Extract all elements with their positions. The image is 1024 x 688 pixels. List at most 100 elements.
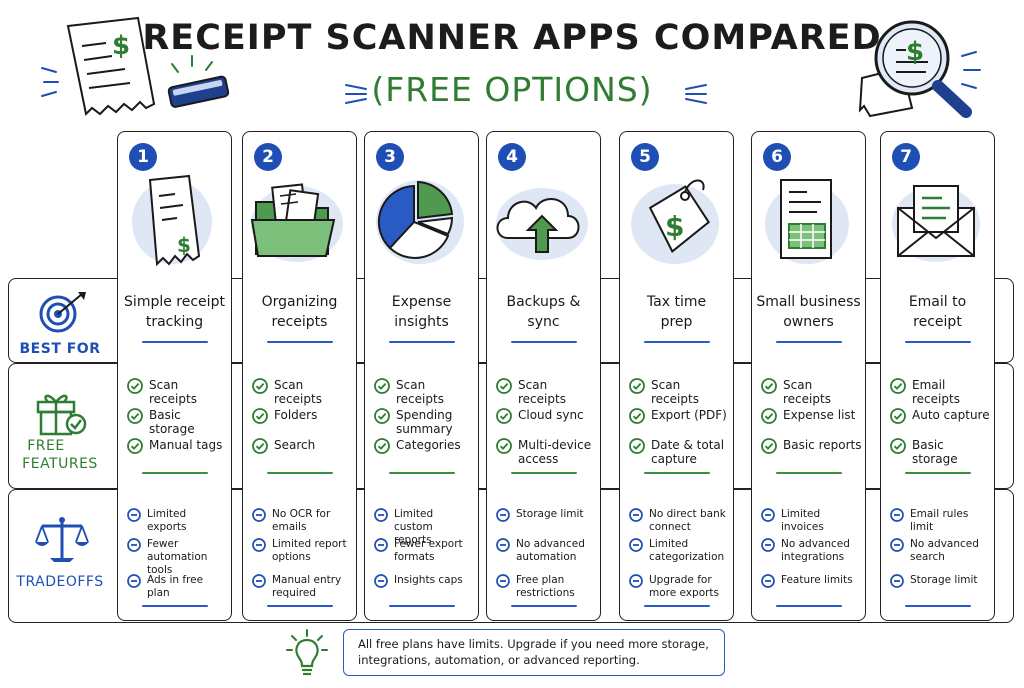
- features-underline: [389, 472, 455, 474]
- app-best-for: Simple receipt tracking: [117, 292, 232, 332]
- app-feature-item: Folders: [252, 408, 353, 424]
- svg-text:$: $: [112, 31, 130, 61]
- app-number-badge: 5: [631, 143, 659, 171]
- best-for-underline: [267, 341, 333, 343]
- app-feature-label: Folders: [274, 408, 318, 422]
- app-feature-item: Spending summary: [374, 408, 475, 436]
- footer-note-line-2: integrations, automation, or advanced re…: [358, 653, 640, 667]
- app-best-for: Organizing receipts: [242, 292, 357, 332]
- minus-icon: [252, 508, 266, 522]
- app-feature-label: Basic reports: [783, 438, 862, 452]
- app-feature-label: Date & total capture: [651, 438, 725, 466]
- app-best-for: Tax time prep: [619, 292, 734, 332]
- app-best-for-line: Organizing: [261, 294, 338, 310]
- check-icon: [496, 378, 512, 394]
- app-number-badge: 6: [763, 143, 791, 171]
- app-tradeoff-line: automation: [516, 551, 577, 563]
- app-feature-item: Basic reports: [761, 438, 862, 454]
- app-tradeoff-label: Insights caps: [394, 574, 463, 587]
- minus-icon: [374, 538, 388, 552]
- app-feature-label: Scan receipts: [518, 378, 566, 406]
- check-icon: [629, 438, 645, 454]
- check-icon: [890, 438, 906, 454]
- subtitle-accent-left-icon: [345, 84, 367, 104]
- app-tradeoff-line: Limited invoices: [781, 508, 824, 533]
- app-number-badge: 4: [498, 143, 526, 171]
- minus-icon: [629, 508, 643, 522]
- app-best-for: Email to receipt: [880, 292, 995, 332]
- app-tradeoff-line: No advanced: [910, 538, 979, 550]
- app-tradeoff-item: Storage limit: [890, 574, 991, 588]
- tradeoffs-underline: [142, 605, 208, 607]
- minus-icon: [496, 538, 510, 552]
- minus-icon: [890, 538, 904, 552]
- app-number-badge: 2: [254, 143, 282, 171]
- app-feature-label: Multi-device access: [518, 438, 592, 466]
- app-tradeoff-line: reports: [394, 534, 432, 546]
- app-best-for-line: Small business: [756, 294, 861, 310]
- app-tradeoff-line: Limited exports: [147, 508, 187, 533]
- app-feature-label: Email receipts: [912, 378, 960, 406]
- app-feature-item: Manual tags: [127, 438, 228, 454]
- check-icon: [890, 408, 906, 424]
- app-best-for-line: Simple receipt: [124, 294, 225, 310]
- best-for-underline: [389, 341, 455, 343]
- pie-chart-icon: [376, 180, 464, 264]
- features-underline: [511, 472, 577, 474]
- scale-icon: [35, 517, 89, 562]
- app-tradeoff-item: Ads in free plan: [127, 574, 228, 600]
- row-label-free: FREE: [27, 438, 65, 454]
- app-tradeoff-item: Limited exports: [127, 508, 228, 534]
- tradeoffs-underline: [905, 605, 971, 607]
- check-icon: [496, 438, 512, 454]
- page-subtitle: (FREE OPTIONS): [371, 70, 653, 109]
- minus-icon: [629, 538, 643, 552]
- app-tradeoff-line: Limited report: [272, 538, 347, 550]
- magnifier-illustration-icon: $: [858, 20, 981, 118]
- app-tradeoff-line: formats: [394, 551, 435, 563]
- app-tradeoff-line: options: [272, 551, 311, 563]
- app-tradeoff-line: Insights caps: [394, 574, 463, 586]
- gift-icon: [36, 394, 87, 436]
- app-best-for: Backups & sync: [486, 292, 601, 332]
- tradeoffs-underline: [267, 605, 333, 607]
- app-best-for-line: receipt: [913, 314, 962, 330]
- row-label-features: FEATURES: [22, 456, 98, 472]
- tradeoffs-underline: [389, 605, 455, 607]
- app-tradeoff-line: connect: [649, 521, 691, 533]
- minus-icon: [890, 574, 904, 588]
- app-tradeoff-line: emails: [272, 521, 307, 533]
- best-for-underline: [905, 341, 971, 343]
- check-icon: [761, 438, 777, 454]
- app-best-for: Small business owners: [751, 292, 866, 332]
- app-feature-item: Scan receipts: [127, 378, 228, 406]
- app-feature-item: Auto capture: [890, 408, 991, 424]
- minus-icon: [374, 508, 388, 522]
- app-tradeoff-label: Limited categorization: [649, 538, 730, 564]
- minus-icon: [761, 538, 775, 552]
- cloud-upload-icon: [496, 188, 588, 260]
- app-tradeoff-item: Storage limit: [496, 508, 597, 522]
- svg-text:$: $: [665, 210, 684, 243]
- check-icon: [761, 408, 777, 424]
- envelope-icon: [892, 185, 980, 262]
- best-for-underline: [776, 341, 842, 343]
- minus-icon: [127, 574, 141, 588]
- app-feature-label: Search: [274, 438, 316, 452]
- features-underline: [776, 472, 842, 474]
- app-feature-label: Scan receipts: [651, 378, 699, 406]
- app-best-for-line: receipts: [271, 314, 328, 330]
- app-tradeoff-line: Ads in free plan: [147, 574, 204, 599]
- app-feature-item: Scan receipts: [496, 378, 597, 406]
- app-feature-label: Categories: [396, 438, 461, 452]
- app-feature-label: Cloud sync: [518, 408, 584, 422]
- check-icon: [374, 438, 390, 454]
- features-underline: [267, 472, 333, 474]
- app-tradeoff-item: Limited invoices: [761, 508, 862, 534]
